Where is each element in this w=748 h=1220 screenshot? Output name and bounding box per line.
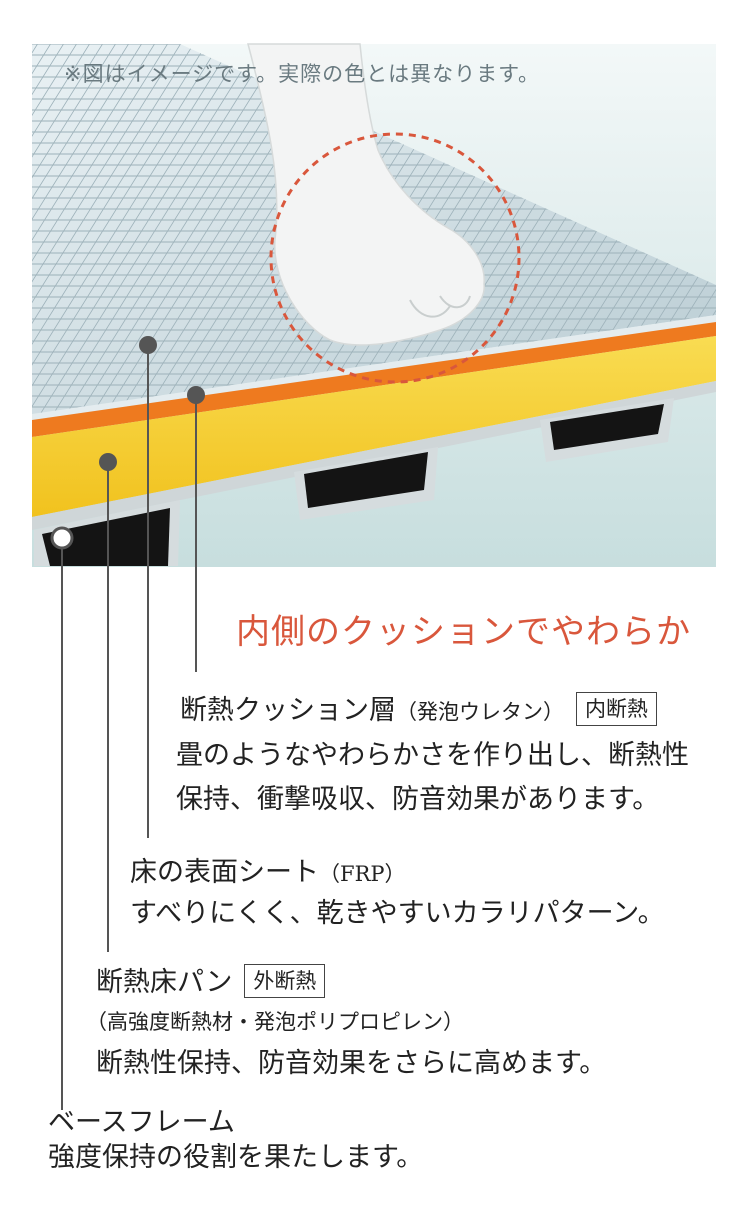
marker-cushion <box>187 386 205 404</box>
image-caption: ※図はイメージです。実際の色とは異なります。 <box>64 62 540 86</box>
cushion-orange-layer <box>32 322 716 437</box>
marker-surface <box>139 336 157 354</box>
desc-surface: すべりにくく、乾きやすいカラリパターン。 <box>130 892 665 936</box>
label-surface-sub: （FRP） <box>319 862 406 886</box>
desc-cushion-line-2: 保持、衝撃吸収、防音効果があります。 <box>176 784 660 815</box>
desc-cushion-line-1: 畳のようなやわらかさを作り出し、断熱性 <box>176 740 689 771</box>
label-pan: 断熱床パン外断熱 <box>96 960 326 999</box>
label-frame: ベースフレーム <box>48 1100 235 1139</box>
label-surface: 床の表面シート（FRP） <box>130 850 406 889</box>
desc-cushion: 畳のようなやわらかさを作り出し、断熱性 保持、衝撃吸収、防音効果があります。 <box>176 734 689 822</box>
label-frame-title: ベースフレーム <box>48 1107 235 1138</box>
label-cushion: 断熱クッション層（発泡ウレタン） 内断熱 <box>180 688 657 727</box>
foot-illustration <box>247 43 485 346</box>
tag-outer-insulation: 外断熱 <box>244 964 326 998</box>
headline: 内側のクッションでやわらか <box>236 612 691 652</box>
desc-frame: 強度保持の役割を果たします。 <box>48 1136 423 1180</box>
note-pan: （高強度断熱材・発泡ポリプロピレン） <box>86 1010 464 1034</box>
desc-surface-line-1: すべりにくく、乾きやすいカラリパターン。 <box>130 898 665 929</box>
label-cushion-sub: （発泡ウレタン） <box>396 700 564 724</box>
tag-inner-insulation: 内断熱 <box>576 692 657 726</box>
label-cushion-title: 断熱クッション層 <box>180 695 396 726</box>
desc-pan: 断熱性保持、防音効果をさらに高めます。 <box>96 1042 606 1086</box>
dashed-highlight-circle <box>269 132 521 384</box>
desc-frame-line-1: 強度保持の役割を果たします。 <box>48 1142 424 1173</box>
cushion-yellow-layer <box>32 336 716 517</box>
insulation-pan <box>32 381 716 530</box>
label-pan-title: 断熱床パン <box>96 967 233 998</box>
label-surface-title: 床の表面シート <box>130 857 319 888</box>
marker-pan <box>99 453 117 471</box>
marker-frame <box>50 526 74 550</box>
desc-pan-line-1: 断熱性保持、防音効果をさらに高めます。 <box>96 1048 607 1079</box>
